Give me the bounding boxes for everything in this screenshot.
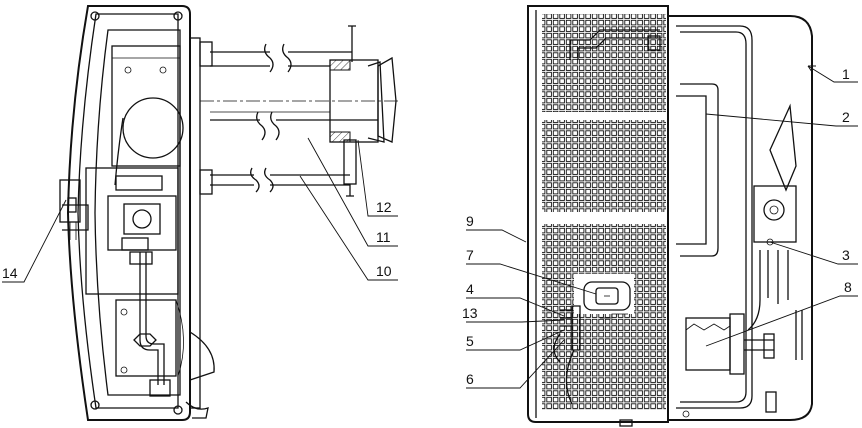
callout-14: 14 (2, 265, 18, 281)
callout-5: 5 (466, 333, 474, 349)
callout-9: 9 (466, 213, 474, 229)
callout-12: 12 (376, 199, 392, 215)
callout-11: 11 (376, 229, 391, 245)
side-section-view (59, 5, 400, 421)
leader-lines (2, 65, 858, 389)
callout-10: 10 (376, 263, 392, 279)
callout-3: 3 (842, 247, 850, 263)
callout-2: 2 (842, 109, 850, 125)
callout-13: 13 (462, 305, 478, 321)
callout-7: 7 (466, 247, 474, 263)
callout-1: 1 (842, 66, 850, 82)
callout-labels: 1 2 3 4 5 6 7 8 9 10 11 12 13 14 (2, 66, 852, 387)
callout-6: 6 (466, 371, 474, 387)
front-view (527, 5, 813, 427)
callout-8: 8 (844, 279, 852, 295)
callout-4: 4 (466, 281, 474, 297)
